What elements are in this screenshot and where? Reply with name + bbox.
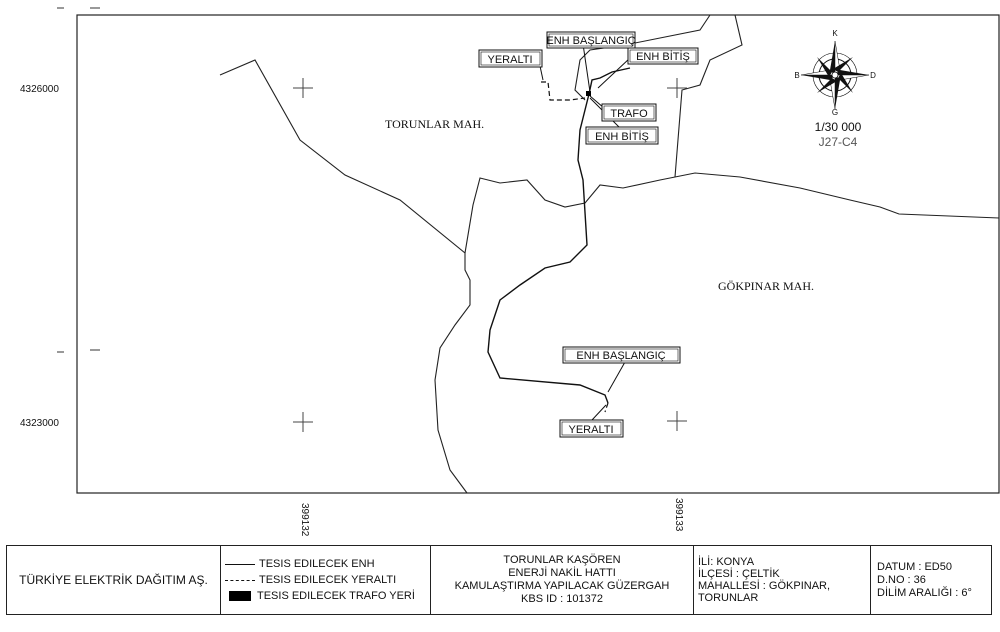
project-line-3: KAMULAŞTIRMA YAPILACAK GÜZERGAH	[454, 580, 670, 592]
callout-enh-bitis-lower: ENH BİTİŞ	[585, 126, 659, 145]
easting-label-right: 399133	[673, 498, 684, 532]
grid-cross	[293, 78, 313, 98]
svg-text:ENH BAŞLANGIÇ: ENH BAŞLANGIÇ	[546, 35, 635, 47]
location-mahalle-2: TORUNLAR	[698, 592, 759, 604]
callout-north-enh-bitis: ENH BİTİŞ	[627, 47, 699, 65]
datum-dilim: DİLİM ARALIĞI : 6°	[877, 586, 972, 599]
northing-label-bottom: 4323000	[20, 418, 59, 429]
datum-cell: DATUM : ED50 D.NO : 36 DİLİM ARALIĞI : 6…	[870, 545, 992, 615]
scale-label: 1/30 000	[815, 120, 862, 134]
grid-cross	[667, 78, 687, 98]
svg-text:TRAFO: TRAFO	[610, 108, 648, 120]
project-line-1: TORUNLAR KAŞÖREN	[503, 554, 621, 566]
project-kbs-id: KBS ID : 101372	[521, 593, 603, 605]
location-mahalle: MAHALLESİ : GÖKPINAR,	[698, 580, 831, 592]
callout-south-yeralti: YERALTI	[559, 419, 624, 438]
enh-line-north	[588, 67, 631, 95]
legend-item-yeralti: TESIS EDILECEK YERALTI	[225, 572, 430, 588]
callout-north-enh-baslangic: ENH BAŞLANGIÇ	[546, 31, 636, 49]
compass-w-label: B	[794, 71, 799, 80]
map-frame	[76, 14, 1000, 494]
label-gokpinar-mah: GÖKPINAR MAH.	[718, 279, 814, 293]
legend-item-enh: TESIS EDILECEK ENH	[225, 556, 430, 572]
compass-e-label: D	[870, 71, 876, 80]
svg-text:ENH BAŞLANGIÇ: ENH BAŞLANGIÇ	[576, 350, 665, 362]
location-cell: İLİ: KONYA İLÇESİ : ÇELTİK MAHALLESİ : G…	[693, 545, 871, 615]
grid-cross	[667, 411, 687, 431]
legend-enh-label: TESIS EDILECEK ENH	[259, 558, 375, 570]
callout-south-enh-baslangic: ENH BAŞLANGIÇ	[562, 346, 681, 364]
datum-value: DATUM : ED50	[877, 560, 952, 573]
yeralti-route	[541, 81, 609, 413]
svg-text:ENH BİTİŞ: ENH BİTİŞ	[636, 50, 690, 63]
enh-route	[487, 67, 631, 404]
grid-cross	[293, 412, 313, 432]
northing-label-top: 4326000	[20, 84, 59, 95]
sheet-label: J27-C4	[819, 135, 858, 149]
compass-s-label: G	[832, 108, 838, 117]
legend-item-trafo: TESIS EDILECEK TRAFO YERİ	[225, 588, 430, 604]
svg-text:YERALTI: YERALTI	[487, 54, 532, 66]
callout-north-yeralti: YERALTI	[478, 49, 543, 68]
grid-crosses	[293, 78, 687, 432]
easting-label-left: 399132	[299, 503, 310, 537]
project-line-2: ENERJİ NAKİL HATTI	[508, 567, 616, 579]
callout-trafo: TRAFO	[601, 103, 657, 122]
datum-dno: D.NO : 36	[877, 573, 926, 586]
compass-n-label: K	[832, 29, 838, 38]
company-cell: TÜRKİYE ELEKTRİK DAĞITIM AŞ.	[6, 545, 221, 615]
compass-rose-icon	[800, 40, 870, 110]
solid-line-icon	[225, 563, 255, 565]
location-ilce: İLÇESİ : ÇELTİK	[698, 568, 780, 580]
location-il: İLİ: KONYA	[698, 556, 755, 568]
trafo-marker	[586, 91, 591, 96]
title-block: TÜRKİYE ELEKTRİK DAĞITIM AŞ. TESIS EDILE…	[6, 545, 992, 615]
yeralti-line-north	[541, 81, 586, 101]
black-box-icon	[229, 591, 251, 601]
yeralti-line-south	[604, 402, 609, 413]
boundary-east-up	[674, 14, 743, 178]
company-name: TÜRKİYE ELEKTRİK DAĞITIM AŞ.	[19, 573, 208, 587]
legend-cell: TESIS EDILECEK ENH TESIS EDILECEK YERALT…	[220, 545, 431, 615]
svg-text:ENH BİTİŞ: ENH BİTİŞ	[595, 130, 649, 143]
svg-text:YERALTI: YERALTI	[568, 424, 613, 436]
boundary-central	[464, 172, 1000, 254]
boundary-torunlar-west	[219, 59, 471, 494]
legend-yeralti-label: TESIS EDILECEK YERALTI	[259, 574, 397, 586]
frame-ticks	[57, 7, 100, 353]
label-torunlar-mah: TORUNLAR MAH.	[385, 117, 484, 131]
project-cell: TORUNLAR KAŞÖREN ENERJİ NAKİL HATTI KAMU…	[430, 545, 694, 615]
legend-trafo-label: TESIS EDILECEK TRAFO YERİ	[257, 590, 415, 602]
enh-line-main	[487, 93, 609, 404]
dashed-line-icon	[225, 579, 255, 581]
